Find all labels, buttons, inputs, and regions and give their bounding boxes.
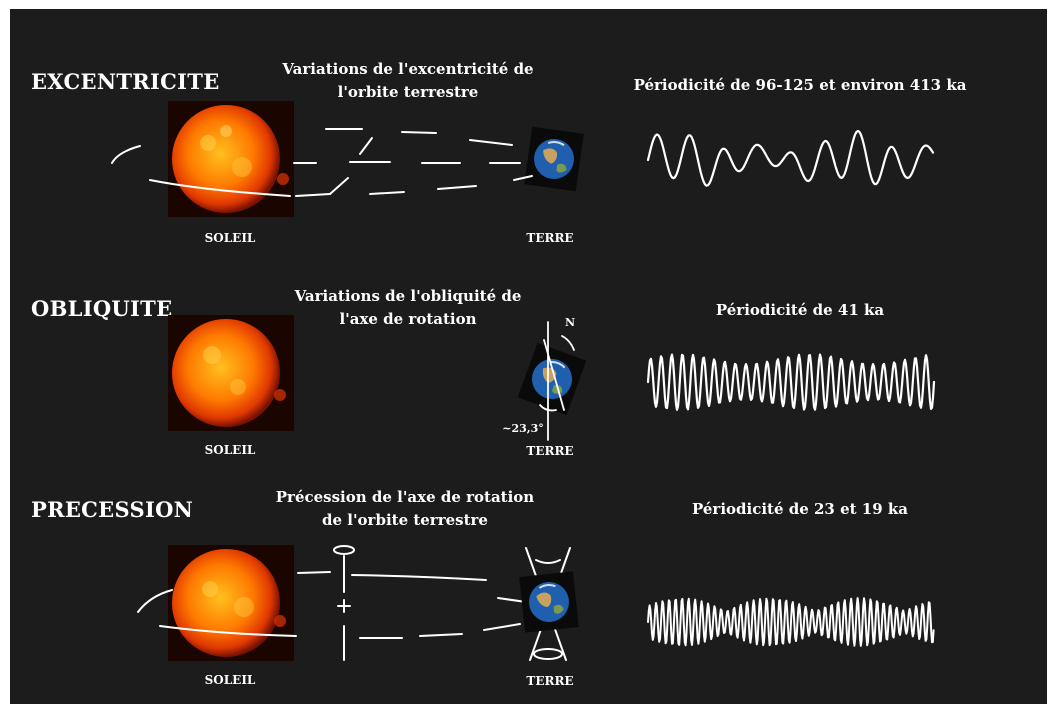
waveform-line <box>647 597 935 647</box>
sun-label: SOLEIL <box>204 443 256 457</box>
waveform-line <box>646 353 936 411</box>
obliquity-title: OBLIQUITE <box>31 296 173 321</box>
precession-periodicity: Périodicité de 23 et 19 ka <box>692 500 908 518</box>
waveform-line <box>646 129 935 187</box>
subtitle-line: Variations de l'obliquité de <box>294 287 522 305</box>
eccentricity-periodicity: Périodicité de 96-125 et environ 413 ka <box>633 76 967 94</box>
earth-label: TERRE <box>526 444 574 458</box>
subtitle-line: Variations de l'excentricité de <box>282 60 534 78</box>
tilt-angle-label: ~23,3° <box>502 422 544 435</box>
earth-label: TERRE <box>526 674 574 688</box>
subtitle-line: de l'orbite terrestre <box>322 511 488 529</box>
earth-image <box>519 571 579 633</box>
eccentricity-subtitle: Variations de l'excentricité de l'orbite… <box>258 58 558 104</box>
obliquity-subtitle: Variations de l'obliquité de l'axe de ro… <box>270 285 546 331</box>
precession-subtitle: Précession de l'axe de rotation de l'orb… <box>250 486 560 532</box>
subtitle-line: Précession de l'axe de rotation <box>275 488 535 506</box>
subtitle-line: l'axe de rotation <box>339 310 477 328</box>
obliquity-periodicity: Périodicité de 41 ka <box>715 301 885 319</box>
sun-image <box>168 101 294 217</box>
sun-image <box>168 545 294 661</box>
sun-image <box>168 315 294 431</box>
sun-label: SOLEIL <box>204 231 256 245</box>
earth-image <box>517 342 587 416</box>
north-label: N <box>564 316 576 329</box>
earth-image <box>524 126 584 192</box>
eccentricity-title: EXCENTRICITE <box>31 69 220 94</box>
subtitle-line: l'orbite terrestre <box>337 83 479 101</box>
earth-label: TERRE <box>526 231 574 245</box>
sun-label: SOLEIL <box>204 673 256 687</box>
precession-title: PRECESSION <box>31 497 194 522</box>
